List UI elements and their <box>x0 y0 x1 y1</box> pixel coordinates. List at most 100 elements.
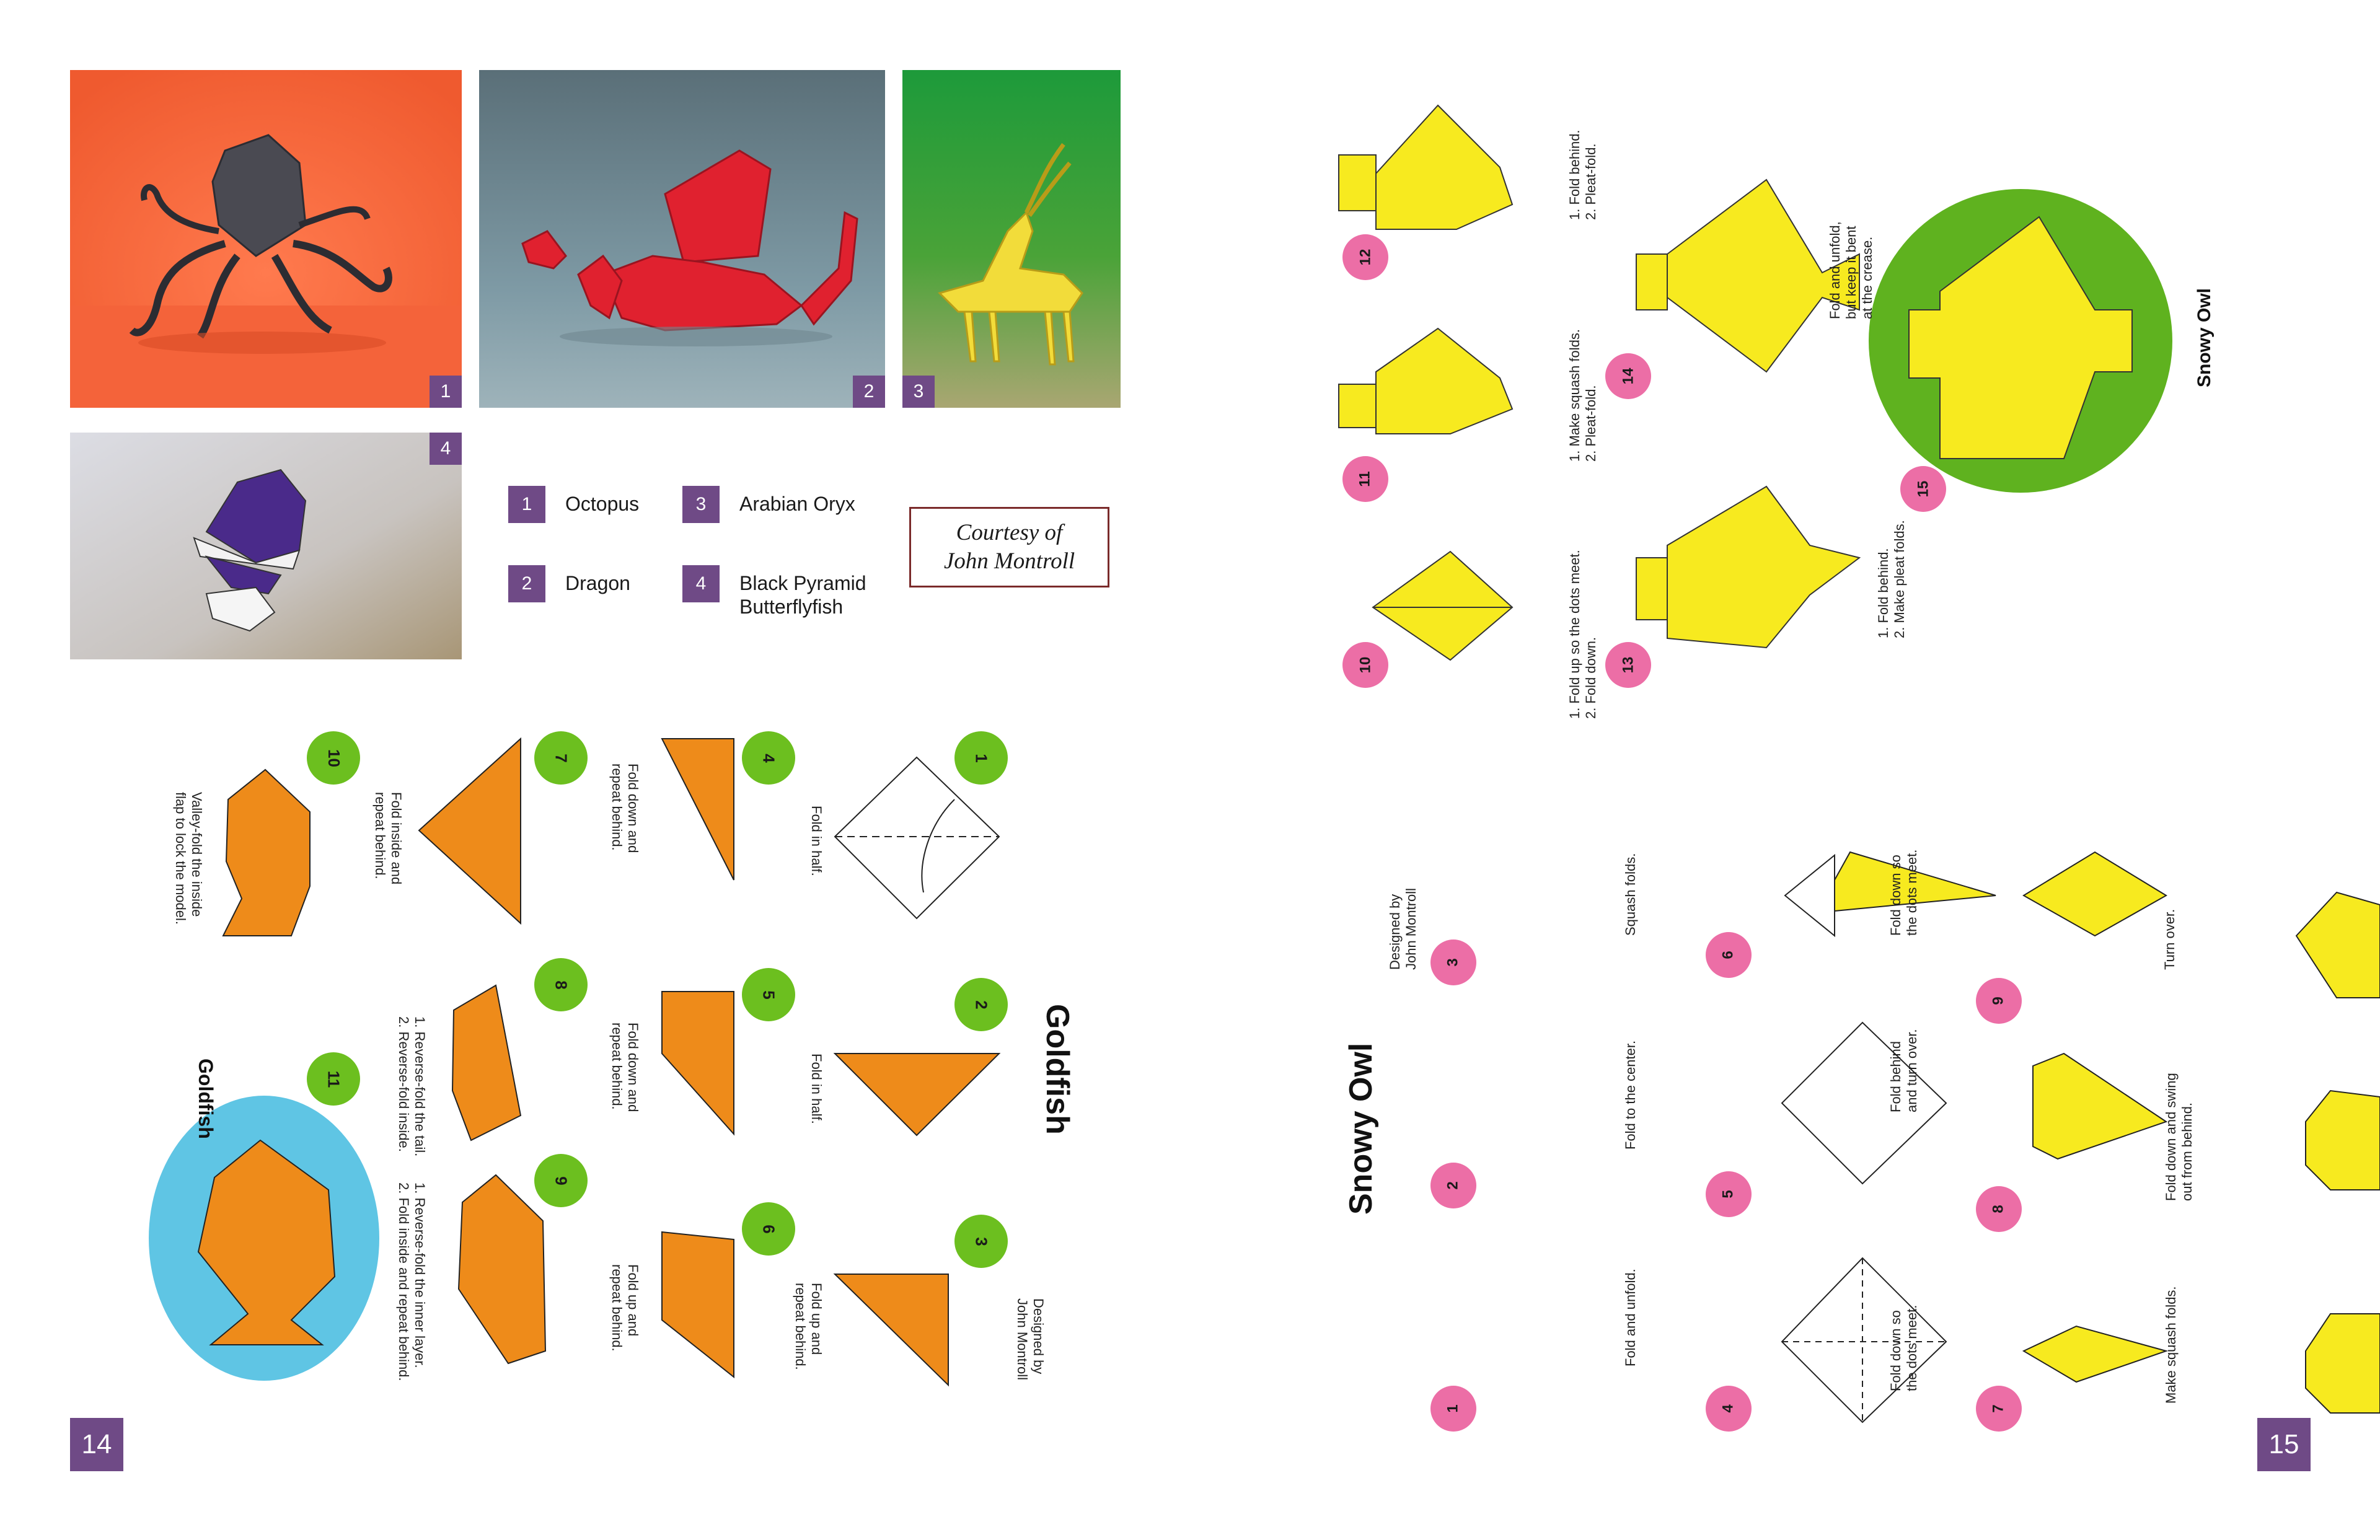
goldfish-step-10-number: 10 <box>307 731 360 785</box>
goldfish-step-7-number: 7 <box>534 731 588 785</box>
owl-step-8-number: 8 <box>1976 1186 2022 1232</box>
owl-step-12-number: 12 <box>1342 234 1388 280</box>
owl-step-14-text: Fold and unfold, but keep it bent at the… <box>1827 221 1875 319</box>
owl-step-7-number: 7 <box>1976 1386 2022 1432</box>
courtesy-box: Courtesy of John Montroll <box>909 507 1109 587</box>
owl-step-11-number: 11 <box>1342 456 1388 502</box>
owl-step-14-diagram <box>1667 178 1860 373</box>
owl-step-12-text: 1. Fold behind. 2. Pleat-fold. <box>1567 130 1598 220</box>
photo-badge-4: 4 <box>430 433 462 465</box>
goldfish-step-1-diagram <box>834 756 1000 920</box>
goldfish-step-3-text: Fold up and repeat behind. <box>793 1283 824 1370</box>
goldfish-step-8-number: 8 <box>534 958 588 1011</box>
owl-small-title: Snowy Owl <box>2194 288 2215 387</box>
photo-dragon: 2 <box>479 70 885 408</box>
owl-step-7-text: Make squash folds. <box>2163 1286 2179 1404</box>
photo-butterflyfish: 4 <box>70 433 462 659</box>
owl-final-model <box>1908 216 2133 459</box>
goldfish-step-11-number: 11 <box>307 1052 360 1106</box>
owl-step-1-text: Fold and unfold. <box>1623 1269 1638 1366</box>
goldfish-step-6-number: 6 <box>742 1202 795 1256</box>
owl-step-9-number: 9 <box>1976 978 2022 1024</box>
owl-step-1-diagram <box>1781 1257 1947 1423</box>
owl-step-15-number: 15 <box>1900 466 1946 512</box>
goldfish-step-9-diagram <box>457 1174 547 1365</box>
courtesy-line-1: Courtesy of <box>956 520 1063 545</box>
goldfish-step-9-number: 9 <box>534 1154 588 1207</box>
goldfish-step-8-text: 1. Reverse-fold the tail. 2. Reverse-fol… <box>396 1016 428 1157</box>
goldfish-designer: Designed by John Montroll <box>1015 1298 1046 1381</box>
owl-title: Snowy Owl <box>1343 1042 1379 1215</box>
goldfish-step-5-text: Fold down and repeat behind. <box>609 1023 641 1112</box>
page-number-14: 14 <box>70 1418 123 1471</box>
goldfish-step-6-text: Fold up and repeat behind. <box>609 1264 641 1352</box>
goldfish-step-10-text: Valley-fold the inside flap to lock the … <box>173 792 205 925</box>
owl-step-9-diagram <box>2295 891 2380 998</box>
goldfish-step-7-text: Fold inside and repeat behind. <box>372 792 404 885</box>
goldfish-step-4-number: 4 <box>742 731 795 785</box>
goldfish-step-2-text: Fold in half. <box>809 1054 824 1124</box>
owl-step-2-text: Fold to the center. <box>1623 1040 1638 1150</box>
owl-step-4-text: Fold down so the dots meet. <box>1888 1305 1919 1391</box>
goldfish-step-5-diagram <box>661 991 734 1136</box>
owl-step-4-diagram <box>2022 1325 2169 1383</box>
goldfish-step-4-text: Fold down and repeat behind. <box>609 763 641 853</box>
goldfish-step-3-diagram <box>833 1274 949 1387</box>
legend-item-dragon: 2 Dragon <box>508 565 630 602</box>
goldfish-step-2-number: 2 <box>954 978 1008 1031</box>
owl-step-7-diagram <box>2305 1313 2380 1414</box>
owl-step-11-text: 1. Make squash folds. 2. Pleat-fold. <box>1567 328 1598 462</box>
owl-step-6-diagram <box>2022 851 2167 937</box>
goldfish-step-6-diagram <box>661 1231 734 1379</box>
legend-item-arabian-oryx: 3 Arabian Oryx <box>682 486 855 523</box>
owl-step-8-diagram <box>2305 1089 2380 1190</box>
owl-step-9-text: Turn over. <box>2162 909 2177 970</box>
page-number-15: 15 <box>2257 1418 2311 1471</box>
legend-number: 2 <box>508 565 545 602</box>
goldfish-step-8-diagram <box>451 984 522 1142</box>
goldfish-diagrams <box>149 737 1001 1387</box>
goldfish-step-1-number: 1 <box>954 731 1008 785</box>
goldfish-final-model <box>197 1139 336 1345</box>
photo-badge-2: 2 <box>853 376 885 408</box>
goldfish-step-7-diagram <box>418 737 521 925</box>
goldfish-step-1-text: Fold in half. <box>809 806 824 876</box>
legend-label: Arabian Oryx <box>739 493 855 515</box>
owl-step-5-number: 5 <box>1706 1171 1752 1217</box>
owl-designer: Designed by John Montroll <box>1387 887 1419 970</box>
snowy-owl-diagrams <box>1338 104 2380 1423</box>
legend-label: Black Pyramid Butterflyfish <box>739 572 866 618</box>
goldfish-step-2-diagram <box>833 1053 1001 1137</box>
owl-step-6-number: 6 <box>1706 932 1752 978</box>
legend-number: 4 <box>682 565 720 602</box>
owl-step-13-diagram <box>1667 485 1861 649</box>
goldfish-step-3-number: 3 <box>954 1215 1008 1268</box>
owl-step-3-number: 3 <box>1430 939 1476 985</box>
owl-step-11-diagram <box>1375 327 1514 434</box>
owl-step-5-diagram <box>2032 1052 2168 1160</box>
photo-badge-3: 3 <box>902 376 935 408</box>
goldfish-step-4-diagram <box>661 738 734 881</box>
owl-step-1-number: 1 <box>1430 1386 1476 1432</box>
owl-step-12-diagram <box>1375 104 1514 230</box>
legend-number: 3 <box>682 486 720 523</box>
owl-step-2-number: 2 <box>1430 1163 1476 1208</box>
owl-step-13-number: 13 <box>1605 642 1651 688</box>
owl-step-3-text: Squash folds. <box>1623 853 1638 936</box>
owl-step-2-diagram <box>1781 1021 1947 1185</box>
legend-number: 1 <box>508 486 545 523</box>
legend-item-octopus: 1 Octopus <box>508 486 639 523</box>
courtesy-line-2: John Montroll <box>943 548 1075 574</box>
goldfish-step-5-number: 5 <box>742 968 795 1021</box>
legend-item-butterflyfish: 4 Black Pyramid Butterflyfish <box>682 565 866 618</box>
legend-label: Dragon <box>565 572 630 594</box>
goldfish-step-9-text: 1. Reverse-fold the inner layer. 2. Fold… <box>396 1182 428 1381</box>
legend-label: Octopus <box>565 493 640 515</box>
photo-arabian-oryx: 3 <box>902 70 1121 408</box>
owl-step-13-text: 1. Fold behind. 2. Make pleat folds. <box>1875 520 1907 638</box>
owl-step-10-diagram <box>1372 550 1514 661</box>
photo-octopus: 1 <box>70 70 462 408</box>
photo-badge-1: 1 <box>430 376 462 408</box>
owl-step-10-number: 10 <box>1342 642 1388 688</box>
owl-step-10-text: 1. Fold up so the dots meet. 2. Fold dow… <box>1567 550 1598 719</box>
